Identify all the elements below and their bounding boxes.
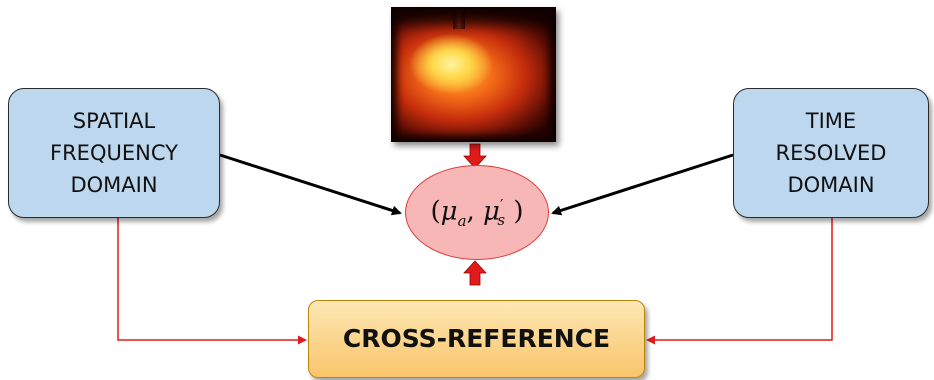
arrow-time-to-cross-reference — [646, 218, 833, 345]
optical-properties-formula: (μa, μ′s ) — [431, 196, 524, 230]
photo-vignette — [391, 7, 556, 142]
formula-sub-a: a — [457, 211, 467, 230]
arrow-spatial-to-cross-reference — [117, 218, 307, 345]
spatial-line-2: FREQUENCY — [50, 141, 178, 165]
arrow-cross-reference-to-ellipse — [463, 260, 487, 286]
glowing-phantom-photo — [391, 7, 556, 142]
arrow-photo-to-ellipse — [463, 143, 487, 169]
formula-comma: , — [466, 196, 484, 227]
formula-prime: ′ — [499, 195, 504, 214]
formula-open-paren: ( — [430, 196, 441, 227]
spatial-frequency-domain-box: SPATIAL FREQUENCY DOMAIN — [8, 88, 220, 218]
formula-close-paren: ) — [505, 196, 524, 227]
time-line-3: DOMAIN — [787, 173, 875, 197]
cross-reference-box: CROSS-REFERENCE — [308, 300, 645, 378]
cross-reference-label: CROSS-REFERENCE — [342, 324, 611, 353]
formula-mu-s: μ — [483, 196, 500, 227]
time-line-2: RESOLVED — [775, 141, 887, 165]
time-line-1: TIME — [805, 109, 857, 133]
arrow-time-to-ellipse — [551, 153, 734, 216]
spatial-line-1: SPATIAL — [72, 109, 156, 133]
spatial-line-3: DOMAIN — [70, 173, 158, 197]
formula-mu-a: μ — [440, 196, 458, 227]
phantom-neck — [453, 7, 465, 29]
formula-sub-s: s — [497, 211, 506, 230]
time-resolved-domain-box: TIME RESOLVED DOMAIN — [733, 88, 929, 218]
optical-properties-ellipse: (μa, μ′s ) — [405, 165, 549, 260]
arrow-spatial-to-ellipse — [219, 153, 402, 216]
